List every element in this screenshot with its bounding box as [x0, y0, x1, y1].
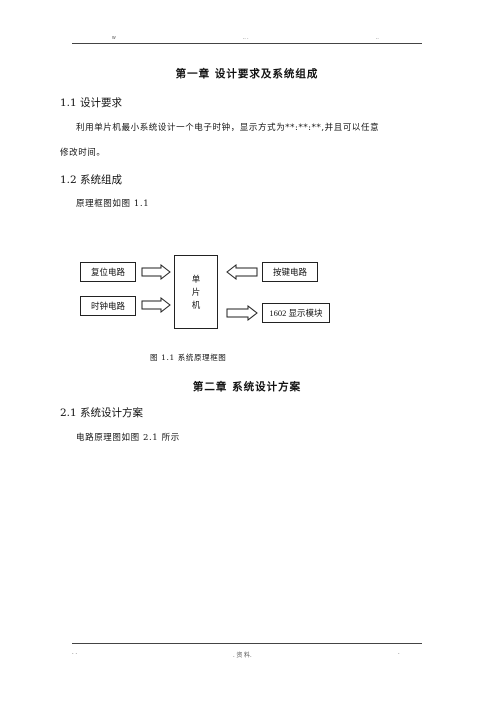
- chapter-2-title: 第二章 系统设计方案: [192, 381, 302, 393]
- section-1-1-paragraph-line-1: 利用单片机最小系统设计一个电子时钟，显示方式为**:**:**,并且可以任意: [76, 123, 380, 133]
- section-2-1-text: 电路原理图如图 2.1 所示: [76, 433, 180, 443]
- header-center-text: .. .: [243, 35, 249, 41]
- mcu-box: 单 片 机: [174, 255, 218, 329]
- mcu-label-char-2: 片: [191, 286, 201, 297]
- header-left-text: w: [112, 35, 116, 41]
- arrow-key-to-mcu-icon: [226, 264, 258, 280]
- chapter-1-title: 第一章 设计要求及系统组成: [175, 68, 319, 80]
- clock-circuit-box: 时钟电路: [80, 296, 136, 316]
- mcu-label-char-3: 机: [191, 299, 201, 310]
- clock-circuit-label: 时钟电路: [90, 301, 125, 311]
- section-1-1-heading: 1.1 设计要求: [60, 97, 123, 109]
- arrow-mcu-to-display-icon: [226, 305, 258, 321]
- arrow-reset-to-mcu-icon: [141, 264, 171, 280]
- key-circuit-box: 按键电路: [262, 262, 318, 282]
- section-1-2-text: 原理框图如图 1.1: [76, 199, 150, 209]
- figure-1-1-caption: 图 1.1 系统原理框图: [150, 353, 227, 362]
- section-1-2-heading: 1.2 系统组成: [60, 174, 123, 186]
- section-1-1-paragraph-line-2: 修改时间。: [60, 148, 106, 158]
- mcu-label-char-1: 单: [191, 273, 201, 284]
- footer-rule: [72, 643, 422, 644]
- footer-right-text: .: [398, 650, 400, 656]
- reset-circuit-label: 复位电路: [90, 267, 125, 277]
- display-module-box: 1602 显示模块: [262, 303, 330, 323]
- header-rule: [72, 43, 422, 44]
- arrow-clock-to-mcu-icon: [141, 297, 171, 313]
- footer-center-text: . 资 料.: [233, 653, 252, 659]
- reset-circuit-box: 复位电路: [80, 262, 136, 282]
- footer-left-text: . .: [72, 650, 78, 656]
- display-module-label: 1602 显示模块: [269, 308, 323, 318]
- section-2-1-heading: 2.1 系统设计方案: [60, 407, 144, 419]
- key-circuit-label: 按键电路: [272, 267, 307, 277]
- header-right-text: ..: [376, 35, 379, 41]
